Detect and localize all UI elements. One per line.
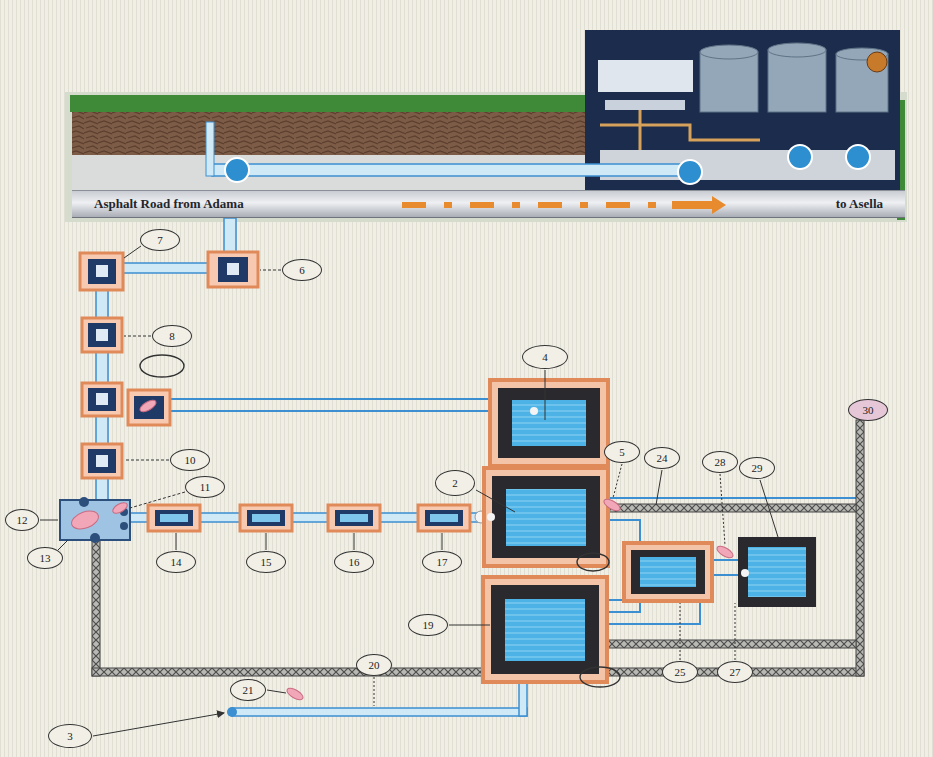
callout-number: 20 <box>356 654 392 676</box>
callout-number: 24 <box>644 447 680 469</box>
road-band: Asphalt Road from Adama to Asella <box>72 190 905 218</box>
callout-text: 13 <box>40 552 51 564</box>
callout-text: 25 <box>675 666 686 678</box>
callout-number: 3 <box>48 724 92 748</box>
road-text: Asphalt Road from Adama <box>94 196 244 212</box>
callout-text: 5 <box>619 446 625 458</box>
callout-text: 17 <box>437 556 448 568</box>
callout-number: 30 <box>848 399 888 421</box>
callout-text: 30 <box>863 404 874 416</box>
callout-number: 21 <box>230 679 266 701</box>
callout-text: 20 <box>369 659 380 671</box>
callout-number: 4 <box>522 345 568 369</box>
callout-text: 3 <box>67 730 73 742</box>
callout-number: 16 <box>334 551 374 573</box>
callout-text: 28 <box>715 456 726 468</box>
callout-text: 6 <box>299 264 305 276</box>
callout-number: 17 <box>422 551 462 573</box>
callout-text: 12 <box>17 514 28 526</box>
callout-number: 5 <box>604 441 640 463</box>
callout-text: 11 <box>200 481 211 493</box>
road-text: to Asella <box>836 196 883 212</box>
callout-number: 15 <box>246 551 286 573</box>
callout-text: 7 <box>157 234 163 246</box>
callout-text: 24 <box>657 452 668 464</box>
callout-text: 15 <box>261 556 272 568</box>
callout-text: 16 <box>349 556 360 568</box>
callout-text: 19 <box>423 619 434 631</box>
callout-text: 4 <box>542 351 548 363</box>
callout-number: 25 <box>662 661 698 683</box>
callout-number: 7 <box>140 229 180 251</box>
callout-number: 11 <box>185 476 225 498</box>
callout-text: 10 <box>185 454 196 466</box>
callout-number: 14 <box>156 551 196 573</box>
callout-number: 13 <box>27 547 63 569</box>
callout-number: 6 <box>282 259 322 281</box>
callout-number: 2 <box>435 470 475 496</box>
callout-text: 21 <box>243 684 254 696</box>
callout-text: 29 <box>752 462 763 474</box>
callout-number: 8 <box>152 325 192 347</box>
callout-number: 29 <box>739 457 775 479</box>
callout-number: 27 <box>717 661 753 683</box>
callout-number: 28 <box>702 451 738 473</box>
callout-number: 19 <box>408 614 448 636</box>
callout-text: 8 <box>169 330 175 342</box>
callout-text: 27 <box>730 666 741 678</box>
callout-number: 12 <box>5 509 39 531</box>
callout-text: 2 <box>452 477 458 489</box>
callout-number: 10 <box>170 449 210 471</box>
callout-text: 14 <box>171 556 182 568</box>
